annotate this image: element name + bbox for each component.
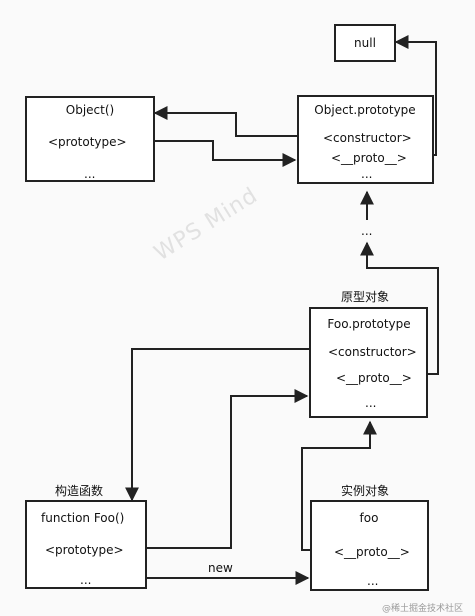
- node-foo-instance-proto-field: <__proto__>: [334, 545, 410, 559]
- node-foo-prototype-more: ...: [365, 396, 377, 410]
- node-null: null: [334, 24, 396, 62]
- node-foo-prototype-proto-field: <__proto__>: [336, 371, 412, 385]
- edge-foo-prototype-link: [128, 389, 309, 549]
- edge-foo-prototype-proto-to-chain: [360, 241, 439, 375]
- node-foo-function: function Foo() <prototype> ...: [25, 500, 147, 589]
- node-object-prototype-title: Object.prototype: [314, 103, 416, 117]
- node-foo-instance-more: ...: [367, 574, 379, 588]
- node-object-prototype: Object.prototype <constructor> <__proto_…: [297, 95, 434, 184]
- foo-instance-caption: 实例对象: [341, 484, 390, 498]
- edge-foo-prototype-constructor-to-foo: [125, 348, 327, 502]
- node-foo-function-more: ...: [80, 573, 92, 587]
- foo-prototype-caption: 原型对象: [341, 290, 390, 304]
- node-foo-prototype-title: Foo.prototype: [327, 317, 411, 331]
- node-object-prototype-field: <prototype>: [48, 135, 127, 149]
- node-foo-function-prototype-field: <prototype>: [45, 543, 124, 557]
- node-object-prototype-proto-field: <__proto__>: [331, 151, 407, 165]
- node-foo-prototype-constructor-field: <constructor>: [328, 345, 417, 359]
- node-null-title: null: [354, 36, 376, 50]
- node-foo-function-title: function Foo(): [41, 511, 125, 525]
- edge-object-prototype-link: [127, 140, 297, 167]
- node-object-prototype-constructor-field: <constructor>: [323, 131, 412, 145]
- credit-text: @稀土掘金技术社区: [381, 604, 463, 614]
- foo-function-caption: 构造函数: [55, 484, 104, 498]
- new-label: new: [208, 561, 233, 575]
- node-object: Object() <prototype> ...: [25, 96, 155, 182]
- node-object-title: Object(): [65, 103, 115, 117]
- chain-ellipsis: ...: [361, 224, 373, 238]
- node-object-prototype-more: ...: [361, 167, 373, 181]
- node-foo-instance: foo <__proto__> ...: [310, 500, 429, 591]
- edge-object-prototype-constructor-to-object: [153, 106, 322, 137]
- node-object-more: ...: [84, 167, 96, 181]
- node-foo-prototype: Foo.prototype <constructor> <__proto__> …: [309, 307, 428, 418]
- node-foo-instance-title: foo: [359, 511, 379, 525]
